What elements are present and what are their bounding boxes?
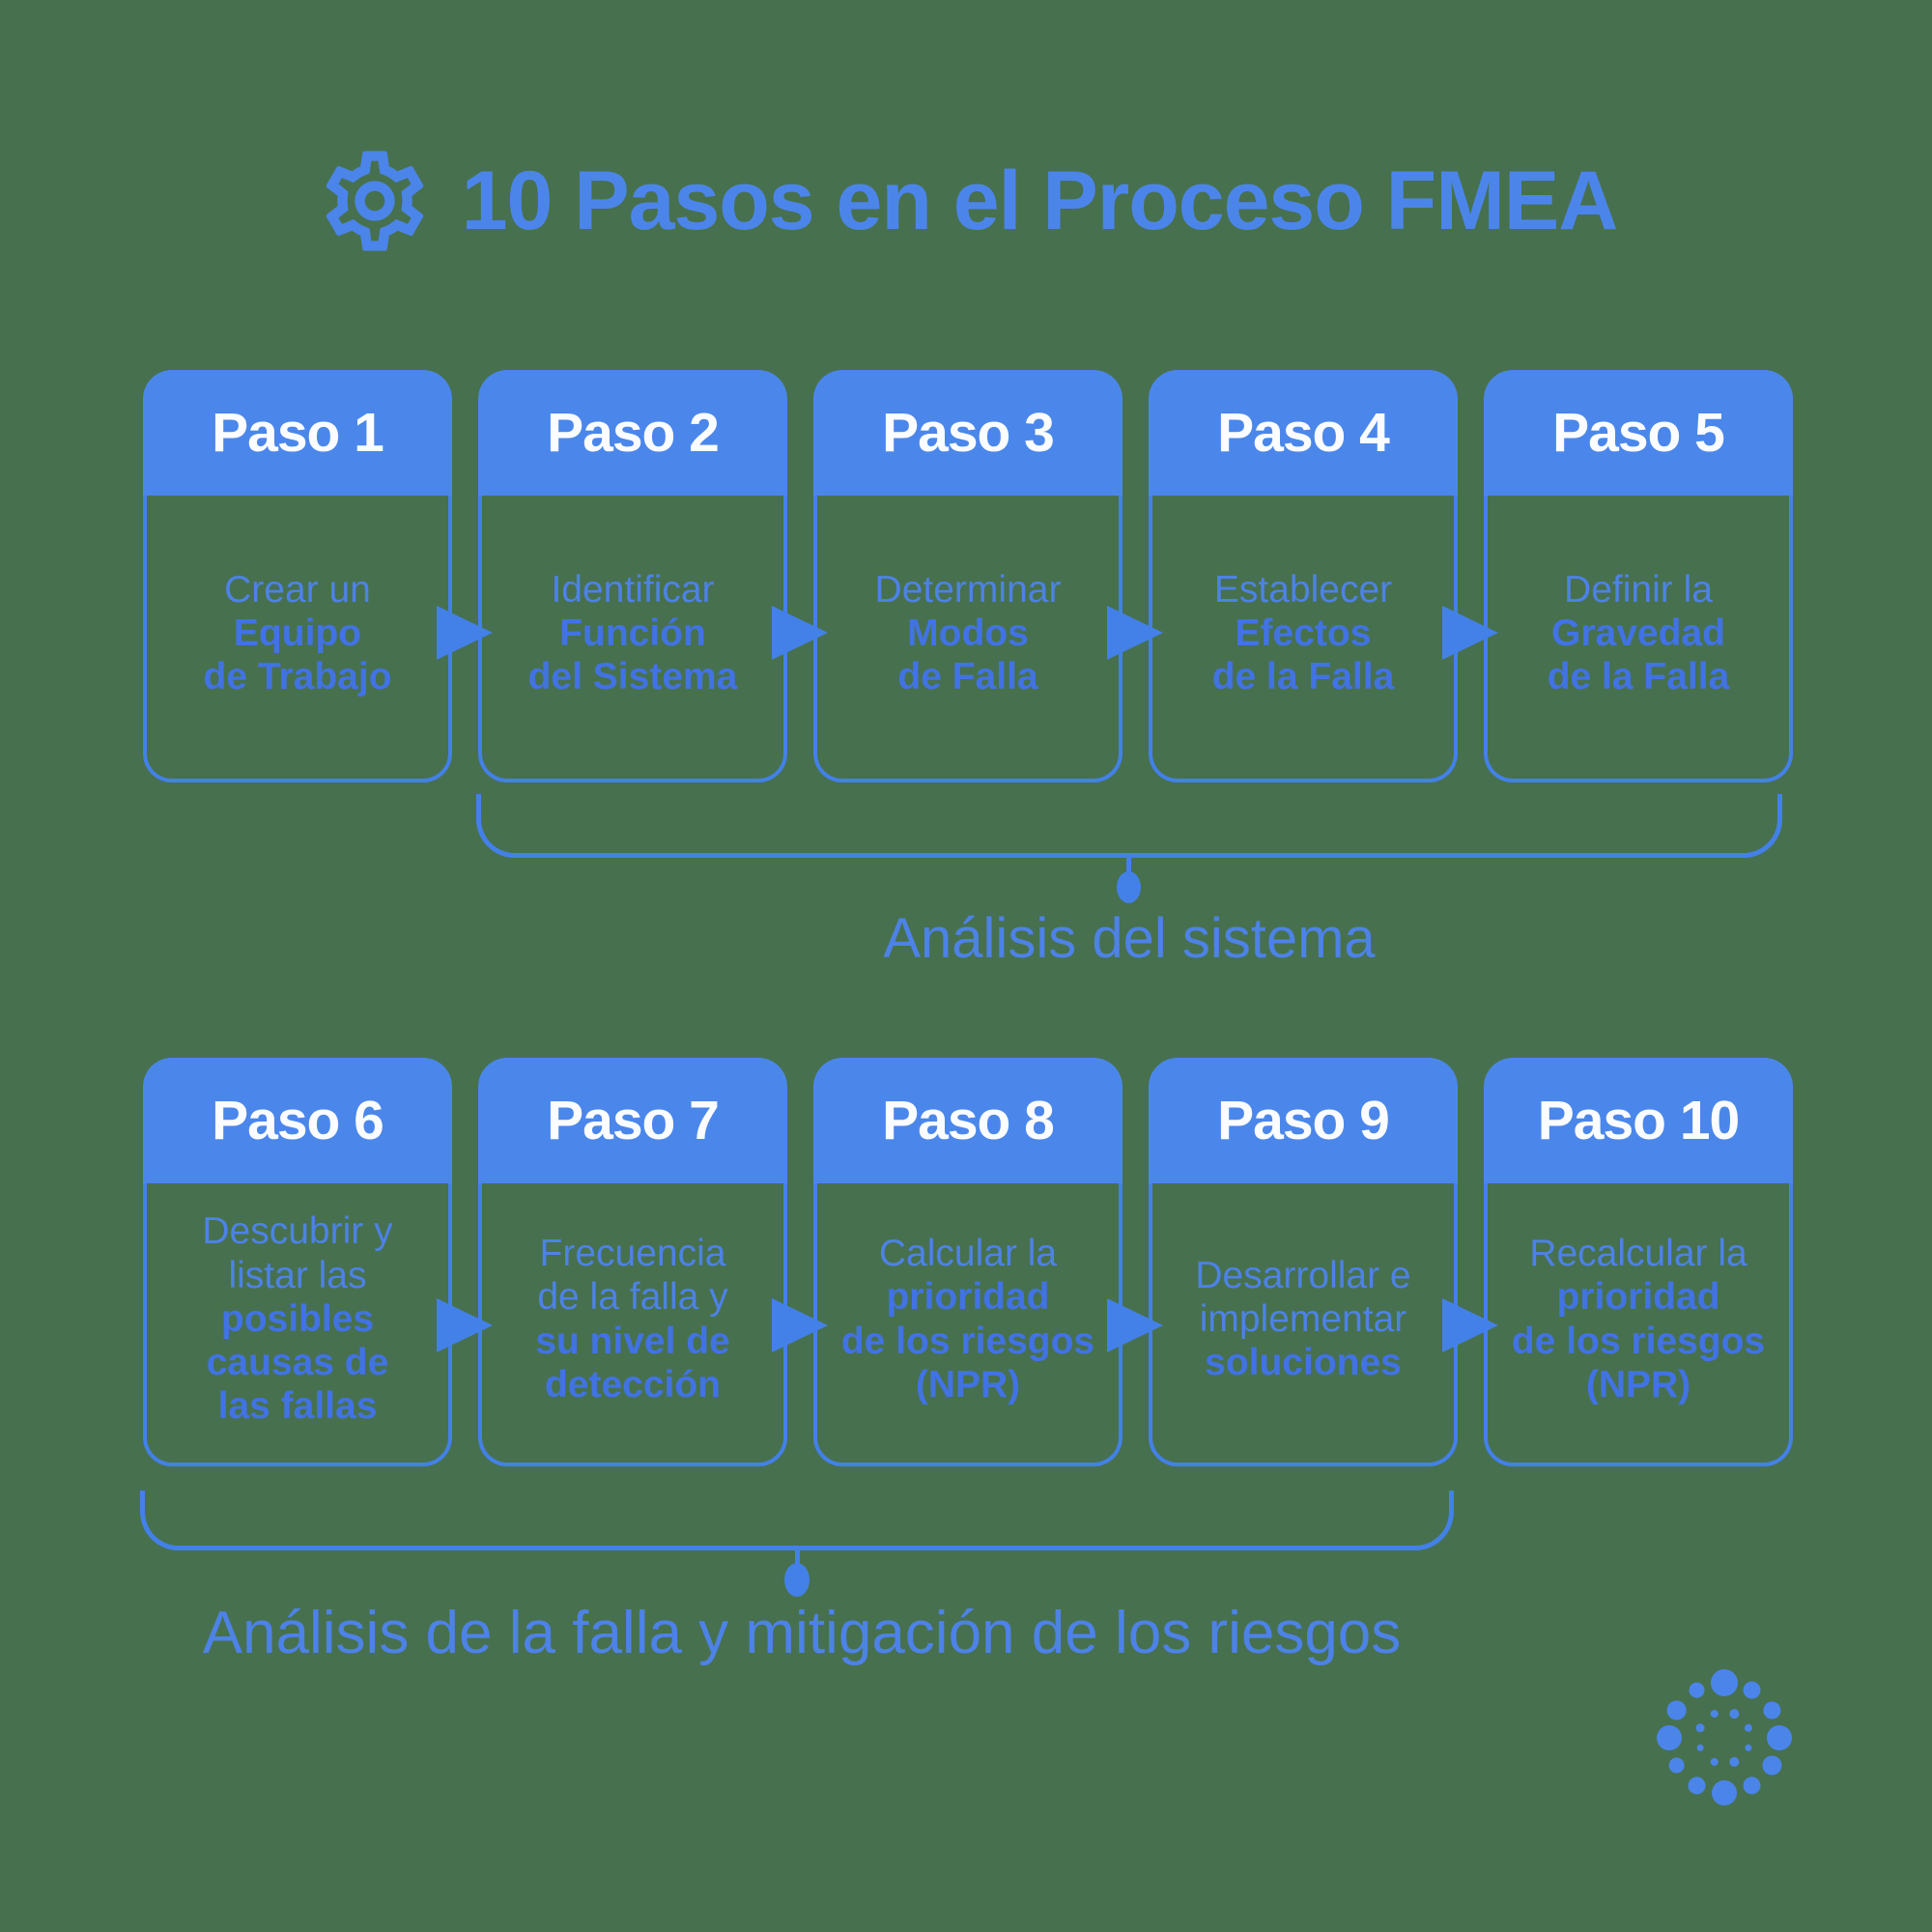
step-4-body: Establecer Efectos de la Falla xyxy=(1149,496,1458,782)
step-2-title: Paso 2 xyxy=(547,402,720,464)
step-card-9: Paso 9 Desarrollar e implementar solucio… xyxy=(1149,1058,1458,1466)
step-2-header: Paso 2 xyxy=(478,370,787,496)
arrow-right-icon xyxy=(1442,1298,1498,1352)
step-card-3: Paso 3 Determinar Modos de Falla xyxy=(813,370,1122,782)
step-5-header: Paso 5 xyxy=(1484,370,1793,496)
step-2-text-bold: Función del Sistema xyxy=(527,611,738,698)
arrow-right-icon xyxy=(1442,606,1498,660)
step-8-text-regular: Calcular la xyxy=(878,1233,1058,1275)
arrow-right-icon xyxy=(772,606,828,660)
group-label-failure-analysis: Análisis de la falla y mitigación de los… xyxy=(202,1600,1402,1666)
step-3-text-bold: Modos de Falla xyxy=(897,611,1038,698)
step-card-6: Paso 6 Descubrir y listar las posibles c… xyxy=(143,1058,452,1466)
step-5-title: Paso 5 xyxy=(1552,402,1725,464)
step-9-text-bold: soluciones xyxy=(1205,1342,1402,1384)
arrow-right-icon xyxy=(1107,606,1163,660)
step-card-10: Paso 10 Recalcular la prioridad de los r… xyxy=(1484,1058,1793,1466)
bracket-stem xyxy=(1126,856,1131,875)
step-card-8: Paso 8 Calcular la prioridad de los ries… xyxy=(813,1058,1122,1466)
group-bracket-failure-analysis xyxy=(140,1491,1454,1550)
step-card-4: Paso 4 Establecer Efectos de la Falla xyxy=(1149,370,1458,782)
step-8-title: Paso 8 xyxy=(882,1090,1055,1151)
step-10-title: Paso 10 xyxy=(1537,1090,1740,1151)
step-3-header: Paso 3 xyxy=(813,370,1122,496)
step-4-header: Paso 4 xyxy=(1149,370,1458,496)
page-title: 10 Pasos en el Proceso FMEA xyxy=(461,154,1619,247)
step-1-text-regular: Crear un xyxy=(224,568,371,611)
dots-logo xyxy=(1657,1669,1792,1805)
step-2-body: Identificar Función del Sistema xyxy=(478,496,787,782)
step-card-2: Paso 2 Identificar Función del Sistema xyxy=(478,370,787,782)
step-10-text-bold: prioridad de los riesgos (NPR) xyxy=(1511,1276,1766,1406)
step-6-header: Paso 6 xyxy=(143,1058,452,1183)
step-10-header: Paso 10 xyxy=(1484,1058,1793,1183)
step-card-5: Paso 5 Definir la Gravedad de la Falla xyxy=(1484,370,1793,782)
step-1-text-bold: Equipo de Trabajo xyxy=(203,611,392,698)
step-8-header: Paso 8 xyxy=(813,1058,1122,1183)
group-bracket-system-analysis xyxy=(476,794,1782,858)
step-1-header: Paso 1 xyxy=(143,370,452,496)
step-4-text-bold: Efectos de la Falla xyxy=(1211,611,1395,698)
arrow-right-icon xyxy=(437,606,493,660)
step-7-title: Paso 7 xyxy=(547,1090,720,1151)
step-8-text-bold: prioridad de los riesgos (NPR) xyxy=(840,1276,1095,1406)
gear-icon xyxy=(326,151,423,251)
step-1-title: Paso 1 xyxy=(212,402,384,464)
bracket-dot xyxy=(1117,871,1141,903)
step-4-title: Paso 4 xyxy=(1217,402,1390,464)
step-9-body: Desarrollar e implementar soluciones xyxy=(1149,1183,1458,1466)
title-row: 10 Pasos en el Proceso FMEA xyxy=(0,124,1932,278)
step-4-text-regular: Establecer xyxy=(1213,568,1393,611)
step-5-body: Definir la Gravedad de la Falla xyxy=(1484,496,1793,782)
step-10-text-regular: Recalcular la xyxy=(1529,1233,1747,1275)
bracket-dot xyxy=(784,1563,810,1597)
step-card-7: Paso 7 Frecuencia de la falla y su nivel… xyxy=(478,1058,787,1466)
step-8-body: Calcular la prioridad de los riesgos (NP… xyxy=(813,1183,1122,1466)
step-card-1: Paso 1 Crear un Equipo de Trabajo xyxy=(143,370,452,782)
step-6-title: Paso 6 xyxy=(212,1090,384,1151)
arrow-right-icon xyxy=(437,1298,493,1352)
step-6-text-regular: Descubrir y listar las xyxy=(202,1210,393,1296)
step-2-text-regular: Identificar xyxy=(551,568,715,611)
step-9-title: Paso 9 xyxy=(1217,1090,1390,1151)
step-9-text-regular: Desarrollar e implementar xyxy=(1195,1254,1411,1340)
arrow-right-icon xyxy=(772,1298,828,1352)
step-7-text-bold: su nivel de detección xyxy=(535,1320,730,1406)
bracket-stem xyxy=(795,1548,800,1568)
step-3-title: Paso 3 xyxy=(882,402,1055,464)
step-3-text-regular: Determinar xyxy=(874,568,1062,611)
step-6-text-bold: posibles causas de las fallas xyxy=(206,1297,389,1428)
group-label-system-analysis: Análisis del sistema xyxy=(883,907,1376,970)
step-5-text-regular: Definir la xyxy=(1564,568,1713,611)
step-9-header: Paso 9 xyxy=(1149,1058,1458,1183)
step-7-text-regular: Frecuencia de la falla y xyxy=(537,1233,728,1319)
step-1-body: Crear un Equipo de Trabajo xyxy=(143,496,452,782)
step-6-body: Descubrir y listar las posibles causas d… xyxy=(143,1183,452,1466)
step-5-text-bold: Gravedad de la Falla xyxy=(1547,611,1730,698)
step-3-body: Determinar Modos de Falla xyxy=(813,496,1122,782)
arrow-right-icon xyxy=(1107,1298,1163,1352)
step-7-header: Paso 7 xyxy=(478,1058,787,1183)
step-10-body: Recalcular la prioridad de los riesgos (… xyxy=(1484,1183,1793,1466)
step-7-body: Frecuencia de la falla y su nivel de det… xyxy=(478,1183,787,1466)
